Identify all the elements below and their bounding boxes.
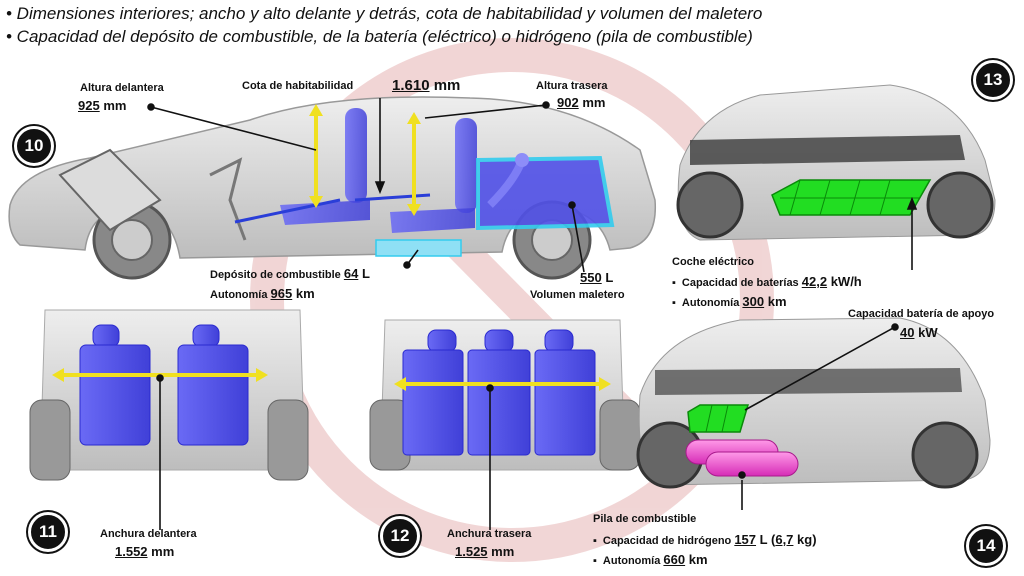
panel-14-badge: 14: [966, 526, 1006, 566]
capacidad-hidrogeno: Capacidad de hidrógeno 157 L (6,7 kg): [593, 532, 817, 547]
autonomia-13: Autonomía 300 km: [672, 294, 787, 309]
interior-seats-side: [234, 108, 615, 257]
header-line-2: • Capacidad del depósito de combustible,…: [6, 27, 753, 46]
volumen-label: Volumen maletero: [530, 289, 625, 301]
support-battery: [687, 404, 750, 433]
front-car-illustration: [29, 309, 309, 481]
electric-car-illustration: [676, 84, 996, 241]
anchura-trasera-value: 1.525 mm: [455, 544, 515, 559]
bateria-apoyo-value: 40 kW: [900, 325, 938, 340]
capacidad-baterias: Capacidad de baterías 42,2 kW/h: [672, 274, 862, 289]
volumen-value: 550 L: [580, 270, 614, 285]
cota-habitabilidad-label: Cota de habitabilidad: [242, 80, 354, 92]
fuel-cell-car-illustration: [636, 317, 991, 489]
autonomia-10-label: Autonomía 965 km: [210, 286, 315, 301]
hydrogen-tanks: [685, 439, 799, 477]
bateria-apoyo-label: Capacidad batería de apoyo: [848, 308, 995, 320]
height-arrows: [309, 104, 421, 216]
panel-13-badge: 13: [973, 60, 1013, 100]
panel-12-badge: 12: [380, 516, 420, 556]
panel-11-badge: 11: [28, 512, 68, 552]
altura-trasera-label: Altura trasera: [536, 80, 608, 92]
anchura-delantera-label: Anchura delantera: [100, 528, 197, 540]
altura-delantera-value: 925 mm: [78, 98, 127, 113]
autonomia-14: Autonomía 660 km: [593, 552, 708, 567]
leader-lines: [147, 98, 918, 530]
deposito-label: Depósito de combustible 64 L: [210, 266, 370, 281]
panel-10-badge: 10: [14, 126, 54, 166]
anchura-trasera-label: Anchura trasera: [447, 528, 532, 540]
altura-trasera-value: 902 mm: [557, 95, 606, 110]
coche-electrico-title: Coche eléctrico: [672, 256, 754, 268]
anchura-delantera-value: 1.552 mm: [115, 544, 175, 559]
rear-car-illustration: [369, 319, 641, 471]
cota-habitabilidad-value: 1.610 mm: [392, 77, 461, 94]
altura-delantera-label: Altura delantera: [80, 82, 164, 94]
header-line-1: • Dimensiones interiores; ancho y alto d…: [6, 4, 763, 23]
pila-combustible-title: Pila de combustible: [593, 513, 697, 525]
battery-pack: [771, 179, 932, 216]
